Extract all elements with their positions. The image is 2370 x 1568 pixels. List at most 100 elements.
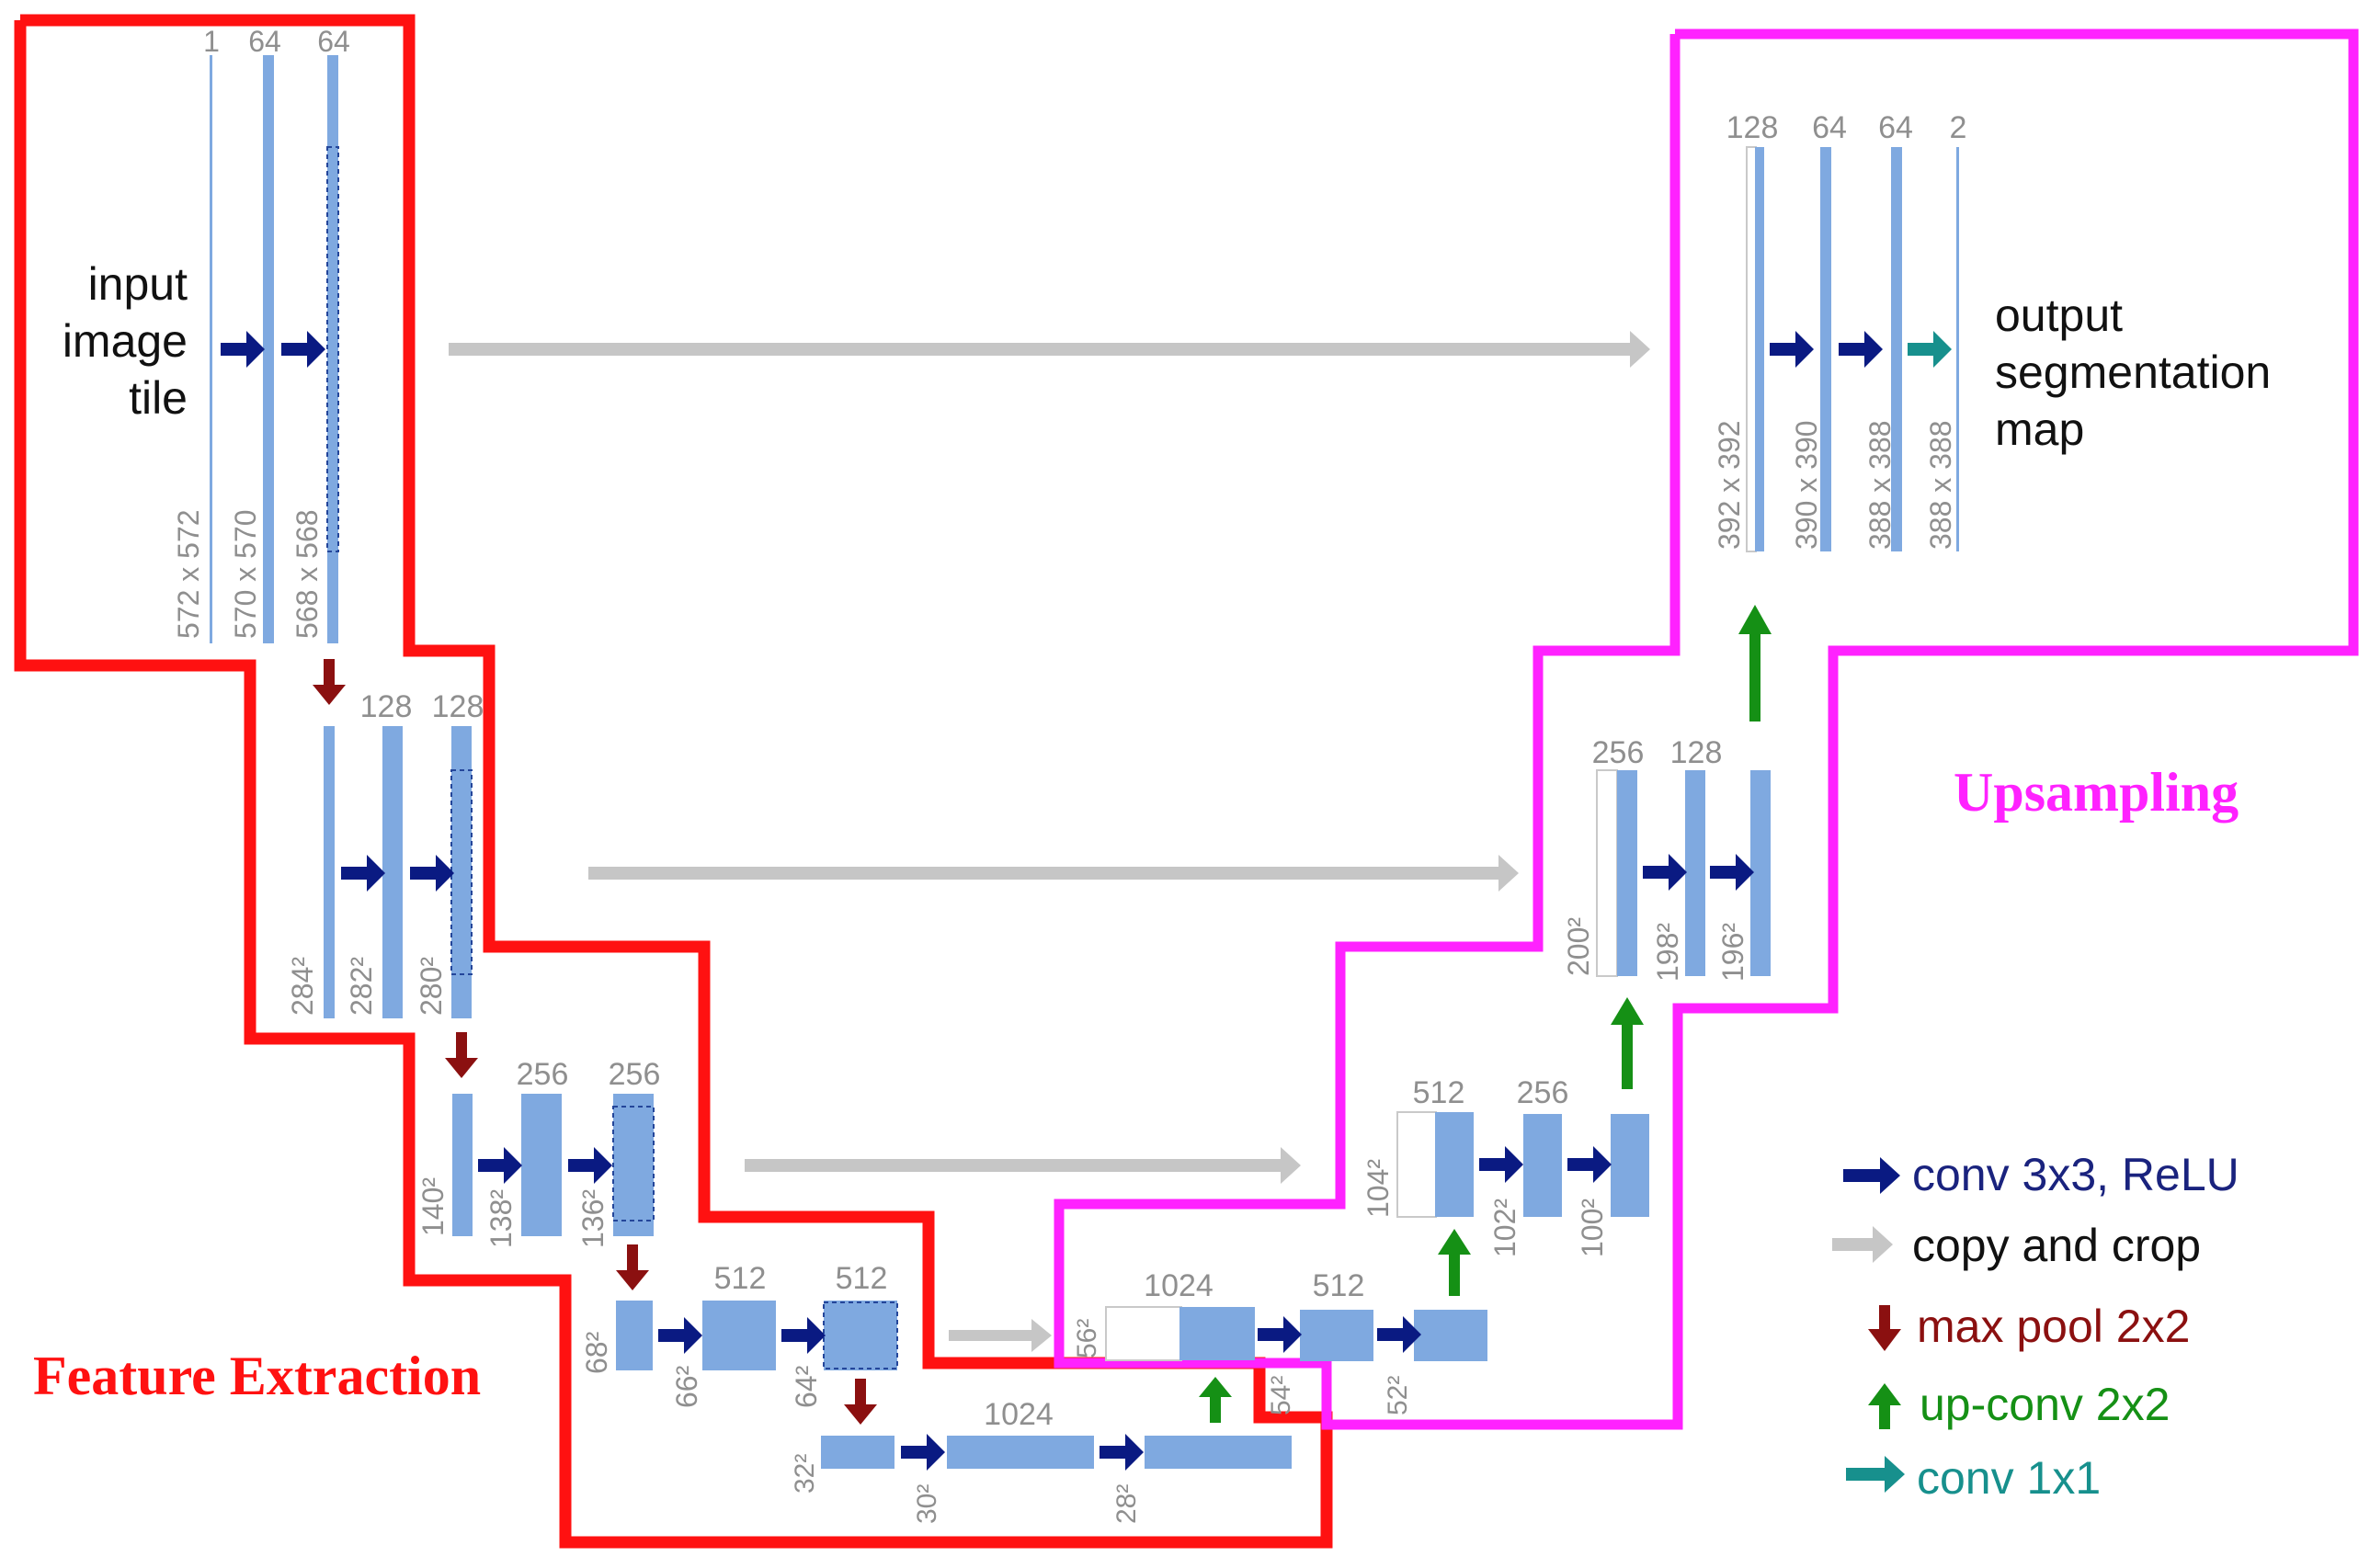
output-label: output — [1995, 290, 2123, 341]
fmap-l2-conv2 — [451, 726, 472, 1018]
channel-label: 512 — [836, 1261, 888, 1296]
upconv-arrow — [1199, 1377, 1232, 1423]
conv-arrow — [568, 1147, 612, 1184]
size-label: 282² — [345, 957, 378, 1016]
decoder-level-2: 256 128 200² 198² 196² — [1562, 735, 1771, 982]
size-label: 388 x 388 — [1924, 420, 1957, 550]
fmap-r3-copied — [1396, 1111, 1437, 1218]
fmap-r4-conv1 — [1300, 1310, 1373, 1361]
size-label: 136² — [576, 1189, 610, 1248]
size-label: 68² — [580, 1331, 613, 1374]
legend-maxpool-arrow — [1868, 1305, 1901, 1351]
size-label: 568 x 568 — [291, 509, 324, 639]
fmap-r3-conv2 — [1611, 1114, 1649, 1217]
conv-arrow — [341, 855, 385, 892]
conv1x1-arrow — [1908, 331, 1952, 368]
maxpool-arrows — [313, 659, 877, 1425]
legend-copy-arrow — [1832, 1226, 1893, 1263]
fmap-l1-conv1 — [263, 55, 274, 643]
fmap-r4-upconv — [1179, 1307, 1255, 1360]
legend-item-copy: copy and crop — [1832, 1220, 2201, 1271]
size-label: 392 x 392 — [1713, 420, 1746, 550]
fmap-l4-conv2 — [824, 1301, 897, 1370]
decoder-level-3: 512 256 104² 102² 100² — [1362, 1075, 1649, 1257]
size-label: 102² — [1488, 1199, 1521, 1257]
size-label: 140² — [416, 1177, 450, 1236]
legend-copy-label: copy and crop — [1912, 1220, 2201, 1271]
legend-conv-arrow — [1843, 1157, 1900, 1194]
size-label: 390 x 390 — [1790, 420, 1823, 550]
size-label: 284² — [286, 957, 319, 1016]
fmap-r1-copied — [1746, 146, 1757, 552]
legend-item-maxpool: max pool 2x2 — [1868, 1301, 2190, 1352]
decoder-level-1: 128 64 64 2 392 x 392 390 x 390 388 x 38… — [1713, 110, 2271, 552]
bottleneck-level-5: 1024 32² 30² 28² — [790, 1397, 1292, 1524]
maxpool-arrow — [445, 1032, 478, 1078]
fmap-l5-pool — [821, 1436, 894, 1469]
fmap-r4-conv2 — [1414, 1310, 1487, 1361]
legend-maxpool-label: max pool 2x2 — [1917, 1301, 2190, 1352]
fmap-l2-crop-region — [450, 769, 473, 975]
fmap-r1-upconv — [1755, 147, 1764, 551]
fmap-l1-conv2 — [327, 55, 338, 643]
fmap-r4-copied — [1105, 1306, 1182, 1361]
size-label: 56² — [1072, 1319, 1102, 1358]
fmap-l4-conv1 — [702, 1301, 776, 1370]
size-label: 28² — [1111, 1484, 1142, 1524]
size-label: 30² — [912, 1484, 942, 1524]
size-label: 280² — [415, 957, 448, 1016]
size-label: 52² — [1383, 1376, 1413, 1415]
maxpool-arrow — [616, 1244, 649, 1290]
input-label: input — [88, 258, 188, 310]
maxpool-arrow — [844, 1379, 877, 1425]
conv-arrow — [478, 1147, 522, 1184]
conv-arrow — [410, 855, 454, 892]
input-label: image — [63, 315, 188, 367]
channel-label: 1024 — [1144, 1268, 1213, 1303]
upconv-arrow — [1611, 997, 1644, 1089]
conv-arrow — [1377, 1316, 1421, 1353]
fmap-r3-upconv — [1435, 1112, 1474, 1217]
fmap-r1-output — [1956, 147, 1959, 551]
size-label: 572 x 572 — [172, 509, 205, 639]
channel-label: 64 — [248, 25, 281, 58]
fmap-l2-conv1 — [382, 726, 403, 1018]
conv-arrow — [658, 1317, 702, 1354]
maxpool-arrow — [313, 659, 346, 705]
fmap-r2-conv1 — [1685, 770, 1705, 976]
legend-upconv-label: up-conv 2x2 — [1920, 1379, 2170, 1430]
copy-crop-arrow — [949, 1319, 1052, 1352]
fmap-l3-conv1 — [521, 1094, 562, 1236]
upconv-arrow — [1438, 1229, 1471, 1296]
copy-crop-arrows — [449, 331, 1650, 1352]
upsampling-outline — [1054, 28, 2359, 1430]
size-label: 54² — [1266, 1376, 1296, 1415]
conv-arrow — [1567, 1146, 1612, 1183]
conv-arrow — [781, 1317, 826, 1354]
conv-arrow — [1100, 1434, 1144, 1471]
conv-arrow — [281, 331, 325, 368]
size-label: 66² — [670, 1365, 703, 1408]
decoder-level-4: 1024 512 56² 54² 52² — [1072, 1268, 1487, 1415]
legend: conv 3x3, ReLU copy and crop max pool 2x… — [1832, 1149, 2239, 1504]
legend-item-upconv: up-conv 2x2 — [1868, 1379, 2170, 1430]
fmap-r3-conv1 — [1523, 1114, 1562, 1217]
channel-label: 2 — [1950, 110, 1967, 145]
fmap-r2-upconv — [1617, 770, 1637, 976]
size-label: 200² — [1562, 917, 1595, 976]
legend-item-conv: conv 3x3, ReLU — [1843, 1149, 2239, 1200]
fmap-l3-crop-region — [612, 1106, 655, 1221]
size-label: 32² — [790, 1454, 820, 1494]
encoder-level-1: 1 64 64 572 x 572 570 x 570 568 x 568 in… — [63, 25, 350, 643]
fmap-r2-copied — [1596, 769, 1618, 977]
channel-label: 1 — [203, 25, 220, 58]
channel-label: 128 — [1726, 110, 1779, 145]
size-label: 570 x 570 — [229, 509, 262, 639]
legend-item-conv1x1: conv 1x1 — [1846, 1452, 2101, 1504]
upconv-arrows — [1199, 605, 1772, 1423]
conv-arrow — [1839, 331, 1883, 368]
feature-extraction-outline — [14, 14, 1333, 1549]
output-label: map — [1995, 403, 2084, 455]
legend-conv1x1-label: conv 1x1 — [1917, 1452, 2101, 1504]
size-label: 138² — [484, 1189, 518, 1248]
